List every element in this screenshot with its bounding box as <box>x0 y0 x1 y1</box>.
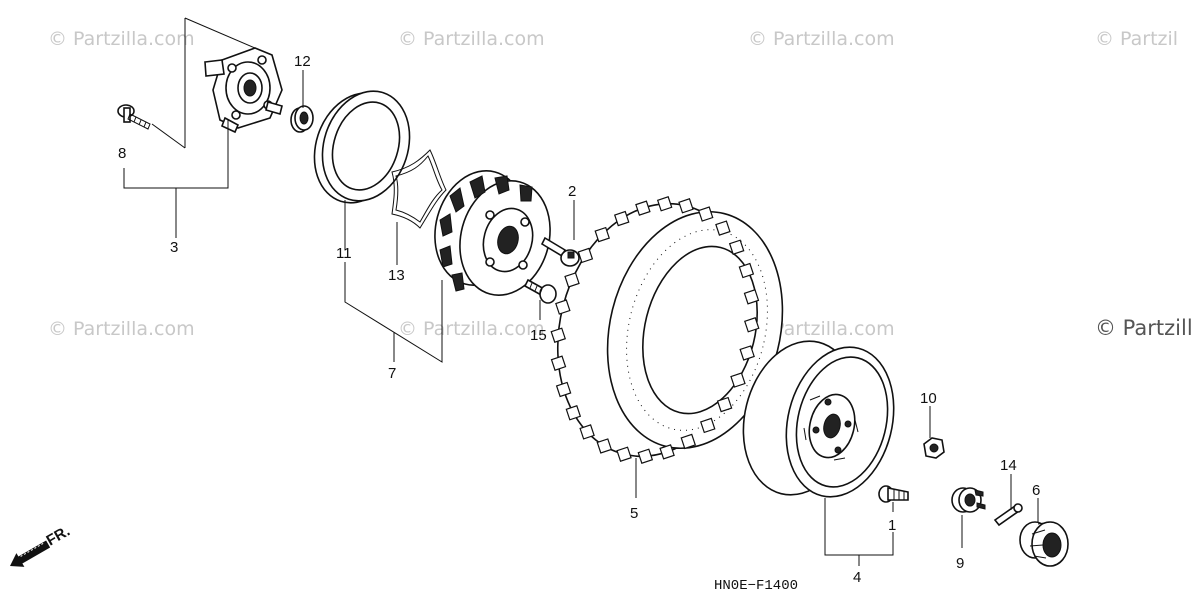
watermark: © Partzilla.com <box>748 318 895 340</box>
cotter-pin-part-14[interactable] <box>993 503 1023 527</box>
tire-tread-block <box>613 210 630 227</box>
bolt-part-15[interactable] <box>523 278 557 304</box>
hub-part-3[interactable] <box>204 47 283 134</box>
tire-tread-block <box>728 239 745 255</box>
tire-tread-block <box>656 196 673 212</box>
watermark: © Partzil <box>1095 28 1178 50</box>
tire-tread-block <box>564 272 580 288</box>
leader-lines <box>123 17 1039 566</box>
callout-1: 1 <box>888 517 896 534</box>
tire-tread-block <box>555 381 572 398</box>
gasket-part-13[interactable] <box>391 149 447 229</box>
bolt-part-2[interactable] <box>540 236 580 267</box>
bolt-part-8[interactable] <box>117 104 151 130</box>
tire-tread-block <box>565 405 582 421</box>
tire-tread-block <box>680 433 697 450</box>
tire-tread-block <box>616 446 632 462</box>
watermark: © Partzilla.com <box>748 28 895 50</box>
cap-part-6[interactable] <box>1019 521 1069 567</box>
tire-tread-block <box>716 396 733 413</box>
tire-tread-block <box>743 289 760 305</box>
watermark: © Partzill <box>1095 316 1193 340</box>
watermark: © Partzilla.com <box>398 28 545 50</box>
callout-6: 6 <box>1032 482 1040 499</box>
tire-tread-block <box>715 220 731 236</box>
watermark: © Partzilla.com <box>48 318 195 340</box>
callout-15: 15 <box>530 327 547 344</box>
nut-part-10[interactable] <box>923 437 945 459</box>
callout-10: 10 <box>920 390 937 407</box>
tire-tread-block <box>550 355 567 371</box>
tire-tread-block <box>678 198 694 214</box>
bearing-part-12[interactable] <box>290 105 314 133</box>
watermark: © Partzilla.com <box>398 318 545 340</box>
tire-tread-block <box>635 200 651 216</box>
tire-tread-block <box>596 438 613 454</box>
tire-tread-block <box>700 417 716 434</box>
callout-13: 13 <box>388 267 405 284</box>
watermark: © Partzilla.com <box>48 28 195 50</box>
callout-5: 5 <box>630 505 638 522</box>
drum-part-7[interactable] <box>422 161 562 306</box>
callout-3: 3 <box>170 239 178 256</box>
tire-tread-block <box>730 372 746 388</box>
wheel-part-4[interactable] <box>728 329 909 508</box>
tire-tread-block <box>637 448 654 464</box>
tire-tread-block <box>555 299 571 315</box>
callout-2: 2 <box>568 183 576 200</box>
tire-part-5[interactable] <box>532 183 807 477</box>
tire-tread-block <box>550 327 567 343</box>
callout-14: 14 <box>1000 457 1017 474</box>
callout-4: 4 <box>853 569 861 586</box>
callout-8: 8 <box>118 145 126 162</box>
castle-nut-part-9[interactable] <box>951 487 986 513</box>
diagram-code: HN0E−F1400 <box>714 578 798 594</box>
tire-tread-block <box>577 247 594 264</box>
stud-part-1[interactable] <box>878 485 909 503</box>
callout-12: 12 <box>294 53 311 70</box>
tire-tread-block <box>697 206 714 222</box>
seal-part-11[interactable] <box>301 80 423 214</box>
tire-tread-block <box>594 226 610 243</box>
callout-9: 9 <box>956 555 964 572</box>
callout-11: 11 <box>336 245 352 262</box>
callout-7: 7 <box>388 365 396 382</box>
tire-tread-block <box>743 317 760 333</box>
tire-tread-block <box>659 444 675 460</box>
tire-tread-block <box>579 424 595 440</box>
tire-tread-block <box>739 345 755 361</box>
front-arrow <box>10 540 51 567</box>
tire-tread-block <box>738 262 755 279</box>
